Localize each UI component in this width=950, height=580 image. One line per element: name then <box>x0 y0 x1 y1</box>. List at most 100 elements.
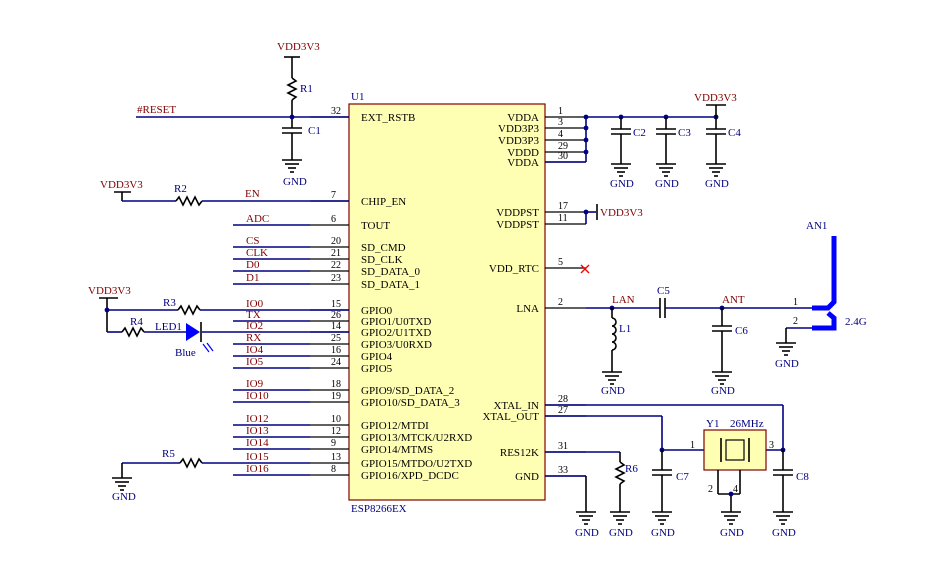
gnd-c1: GND <box>283 176 307 188</box>
gnd-c8: GND <box>772 527 796 539</box>
left-pin-num: 20 <box>331 236 341 247</box>
net-io5: IO5 <box>246 356 264 368</box>
left-pin-num: 10 <box>331 414 341 425</box>
right-pin-num: 11 <box>558 213 568 224</box>
net-io15: IO15 <box>246 451 269 463</box>
left-pin-name: GPIO2/U1TXD <box>361 327 431 339</box>
an1-label: AN1 <box>806 220 827 232</box>
left-pin-num: 18 <box>331 379 341 390</box>
resistor-r6 <box>614 461 626 485</box>
left-pin-name: GPIO3/U0RXD <box>361 339 432 351</box>
left-pin-num: 9 <box>331 438 336 449</box>
left-pin-name: GPIO4 <box>361 351 393 363</box>
vdd-label-r2: VDD3V3 <box>100 179 143 191</box>
left-pin-num: 22 <box>331 260 341 271</box>
gnd-r6: GND <box>609 527 633 539</box>
left-pin-name: GPIO9/SD_DATA_2 <box>361 385 454 397</box>
crystal-y1 <box>703 429 767 471</box>
c3-label: C3 <box>678 127 691 139</box>
left-pin-name: SD_CMD <box>361 242 406 254</box>
r5-label: R5 <box>162 448 175 460</box>
net-d0: D0 <box>246 259 260 271</box>
left-pin-name: GPIO10/SD_DATA_3 <box>361 397 460 409</box>
c4-label: C4 <box>728 127 741 139</box>
y1-freq: 26MHz <box>730 418 764 430</box>
left-pin-num: 19 <box>331 391 341 402</box>
right-pin-num: 28 <box>558 394 568 405</box>
net-lan: LAN <box>612 294 635 306</box>
chip-designator: U1 <box>351 91 364 103</box>
y1-pin1: 1 <box>690 440 695 451</box>
left-pins: 32EXT_RSTB7CHIP_EN6TOUTADC20SD_CMDCS21SD… <box>233 106 472 482</box>
vdd-label-c4: VDD3V3 <box>694 92 737 104</box>
left-pin-name: SD_DATA_0 <box>361 266 421 278</box>
led1-label: LED1 <box>155 321 182 333</box>
net-io2: IO2 <box>246 320 263 332</box>
resistor-r1 <box>286 77 298 101</box>
left-pin-num: 32 <box>331 106 341 117</box>
left-pin-num: 26 <box>331 310 341 321</box>
right-pin-num: 2 <box>558 297 563 308</box>
right-pin-num: 27 <box>558 405 568 416</box>
right-pin-name: VDD3P3 <box>498 135 539 147</box>
vdd-label-r1: VDD3V3 <box>277 41 320 53</box>
right-pin-name: GND <box>515 471 539 483</box>
gnd-r5: GND <box>112 491 136 503</box>
net-io16: IO16 <box>246 463 269 475</box>
gnd-c4: GND <box>705 178 729 190</box>
chip-part: ESP8266EX <box>351 503 407 515</box>
vdd-label-r3: VDD3V3 <box>88 285 131 297</box>
right-pin-name: VDDA <box>507 112 539 124</box>
resistor-r5 <box>179 457 203 469</box>
right-pin-name: RES12K <box>500 447 539 459</box>
left-pin-name: TOUT <box>361 220 390 232</box>
left-pin-num: 16 <box>331 345 341 356</box>
gnd-c6: GND <box>711 385 735 397</box>
right-pin-name: XTAL_OUT <box>482 411 539 423</box>
right-pin-name: VDDPST <box>496 219 539 231</box>
right-pin-name: VDDA <box>507 157 539 169</box>
led1-icon <box>186 323 200 341</box>
resistor-r4 <box>121 326 145 338</box>
left-pin-num: 25 <box>331 333 341 344</box>
gnd-c2: GND <box>610 178 634 190</box>
cap-c4 <box>706 104 726 177</box>
chip-body <box>348 103 546 501</box>
net-io10: IO10 <box>246 390 269 402</box>
gnd-an1: GND <box>775 358 799 370</box>
right-pin-num: 33 <box>558 465 568 476</box>
y1-pin4: 4 <box>733 484 738 495</box>
left-pin-num: 24 <box>331 357 341 368</box>
right-pin-name: VDDPST <box>496 207 539 219</box>
left-pin-num: 21 <box>331 248 341 259</box>
c7-label: C7 <box>676 471 689 483</box>
right-pin-name: LNA <box>516 303 539 315</box>
an1-band: 2.4G <box>845 316 867 328</box>
right-pin-name: VDDD <box>507 147 539 159</box>
y1-label: Y1 <box>706 418 719 430</box>
right-pin-name: XTAL_IN <box>493 400 539 412</box>
c1-label: C1 <box>308 125 321 137</box>
left-pin-name: GPIO12/MTDI <box>361 420 429 432</box>
led1-color: Blue <box>175 347 196 359</box>
net-reset: #RESET <box>137 104 176 116</box>
resistor-r2 <box>175 195 203 207</box>
left-pin-num: 12 <box>331 426 341 437</box>
left-pin-name: SD_CLK <box>361 254 403 266</box>
gnd-chip: GND <box>575 527 599 539</box>
r6-label: R6 <box>625 463 638 475</box>
gnd-l1: GND <box>601 385 625 397</box>
left-pin-name: EXT_RSTB <box>361 112 415 124</box>
resistor-r3 <box>177 304 201 316</box>
left-pin-name: GPIO13/MTCK/U2RXD <box>361 432 472 444</box>
left-pin-name: GPIO5 <box>361 363 393 375</box>
right-pin-name: VDD_RTC <box>489 263 539 275</box>
net-io13: IO13 <box>246 425 269 437</box>
net-d1: D1 <box>246 272 259 284</box>
right-pin-num: 30 <box>558 151 568 162</box>
vdd-label-vddpst: VDD3V3 <box>600 207 643 219</box>
right-pin-num: 3 <box>558 117 563 128</box>
right-pin-num: 17 <box>558 201 568 212</box>
net-clk: CLK <box>246 247 268 259</box>
cap-c2 <box>611 114 631 177</box>
